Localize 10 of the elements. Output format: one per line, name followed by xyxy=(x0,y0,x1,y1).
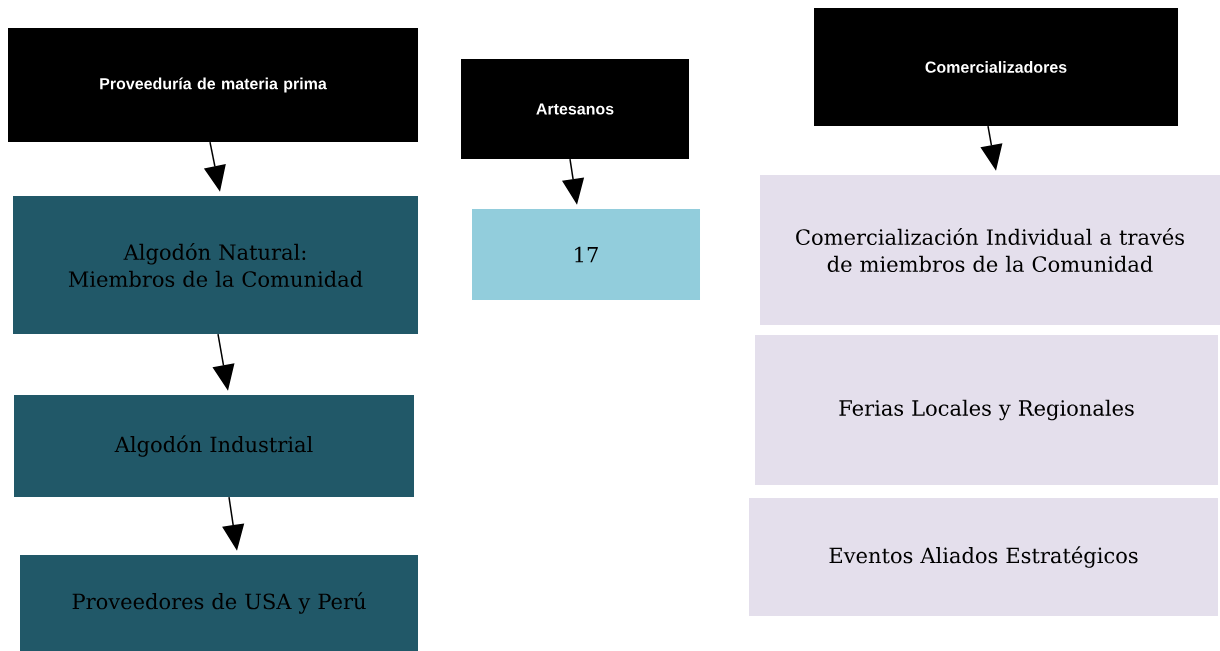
process-box: Eventos Aliados Estratégicos xyxy=(749,498,1218,616)
process-box: Ferias Locales y Regionales xyxy=(755,335,1218,485)
process-box: 17 xyxy=(472,209,700,300)
process-box: Algodón Natural: Miembros de la Comunidad xyxy=(13,196,418,334)
header-box: Proveeduría de materia prima xyxy=(8,28,418,142)
header-box: Artesanos xyxy=(461,59,689,159)
process-box: Proveedores de USA y Perú xyxy=(20,555,418,651)
header-box: Comercializadores xyxy=(814,8,1178,126)
process-box: Algodón Industrial xyxy=(14,395,414,497)
process-box: Comercialización Individual a través de miembros de la Comunidad xyxy=(760,175,1220,325)
